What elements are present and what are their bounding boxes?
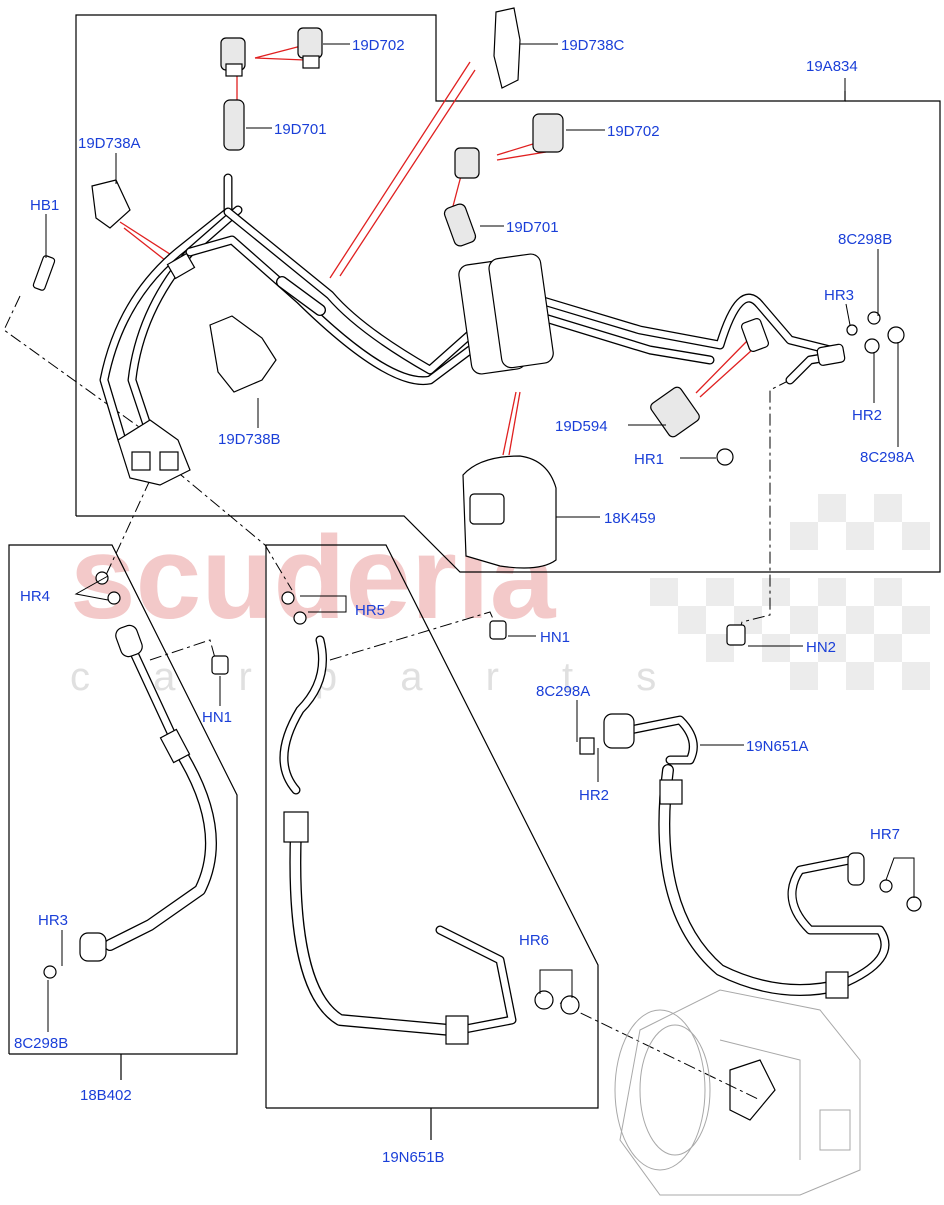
- label-19D701-mid: 19D701: [506, 219, 559, 236]
- service-valve-cap-2: [297, 27, 323, 59]
- label-8C298A-top: 8C298A: [860, 449, 914, 466]
- dash-HB1: [3, 295, 186, 461]
- hose-18B402: [43, 571, 229, 979]
- pressure-sensor: [650, 386, 700, 438]
- label-19N651B: 19N651B: [382, 1149, 445, 1166]
- watermark-checker: [650, 494, 930, 690]
- label-HR3-top: HR3: [824, 287, 854, 304]
- label-HB1: HB1: [30, 197, 59, 214]
- label-19D701-top: 19D701: [274, 121, 327, 138]
- clip-19D738B: [209, 315, 277, 393]
- label-19D738B: 19D738B: [218, 431, 281, 448]
- label-18K459: 18K459: [604, 510, 656, 527]
- label-HR2-low: HR2: [579, 787, 609, 804]
- callout-labels: 19D702 19D738C 19A834 19D701 19D702 19D7…: [14, 37, 914, 1166]
- insulator-18K459: [462, 455, 557, 569]
- label-HN1-left: HN1: [202, 709, 232, 726]
- service-valve-core: [223, 99, 245, 151]
- label-HR7: HR7: [870, 826, 900, 843]
- hose-19N651B: [279, 591, 580, 1045]
- label-8C298B-top: 8C298B: [838, 231, 892, 248]
- dash-HR6: [559, 1002, 761, 1101]
- outline-19N651B: [265, 544, 599, 1109]
- label-8C298A-low: 8C298A: [536, 683, 590, 700]
- leader-lines: [45, 43, 915, 1032]
- clip-19D738A: [91, 179, 131, 229]
- label-HR4: HR4: [20, 588, 50, 605]
- label-HR1: HR1: [634, 451, 664, 468]
- label-19N651A: 19N651A: [746, 738, 809, 755]
- hose-19N651A: [579, 624, 922, 999]
- bolt-HB1: [32, 255, 56, 291]
- label-19D738C: 19D738C: [561, 37, 625, 54]
- label-19D738A: 19D738A: [78, 135, 141, 152]
- label-HR6: HR6: [519, 932, 549, 949]
- label-HR3-low: HR3: [38, 912, 68, 929]
- label-19A834: 19A834: [806, 58, 858, 75]
- label-8C298B-low: 8C298B: [14, 1035, 68, 1052]
- watermark-subtext: c a r p a r t s: [70, 655, 682, 699]
- clip-19D738C: [493, 7, 521, 89]
- label-HN2: HN2: [806, 639, 836, 656]
- label-19D702-top: 19D702: [352, 37, 405, 54]
- label-19D594: 19D594: [555, 418, 608, 435]
- dash-HN1-mid: [329, 611, 499, 661]
- dash-HN1-left: [149, 639, 216, 661]
- compressor-ghost: [614, 989, 861, 1196]
- outline-18B402: [8, 544, 238, 1055]
- main-line-assembly: [99, 173, 846, 486]
- red-pointers: [119, 44, 753, 456]
- hose-manifold: [117, 419, 191, 486]
- label-HR2-top: HR2: [852, 407, 882, 424]
- outline-19A834-lower: [76, 100, 941, 573]
- dash-HR4: [105, 479, 151, 576]
- label-19D702-mid: 19D702: [607, 123, 660, 140]
- dash-HR5: [174, 469, 293, 591]
- label-18B402: 18B402: [80, 1087, 132, 1104]
- label-HN1-mid: HN1: [540, 629, 570, 646]
- fittings-upper: [32, 7, 905, 569]
- label-HR5: HR5: [355, 602, 385, 619]
